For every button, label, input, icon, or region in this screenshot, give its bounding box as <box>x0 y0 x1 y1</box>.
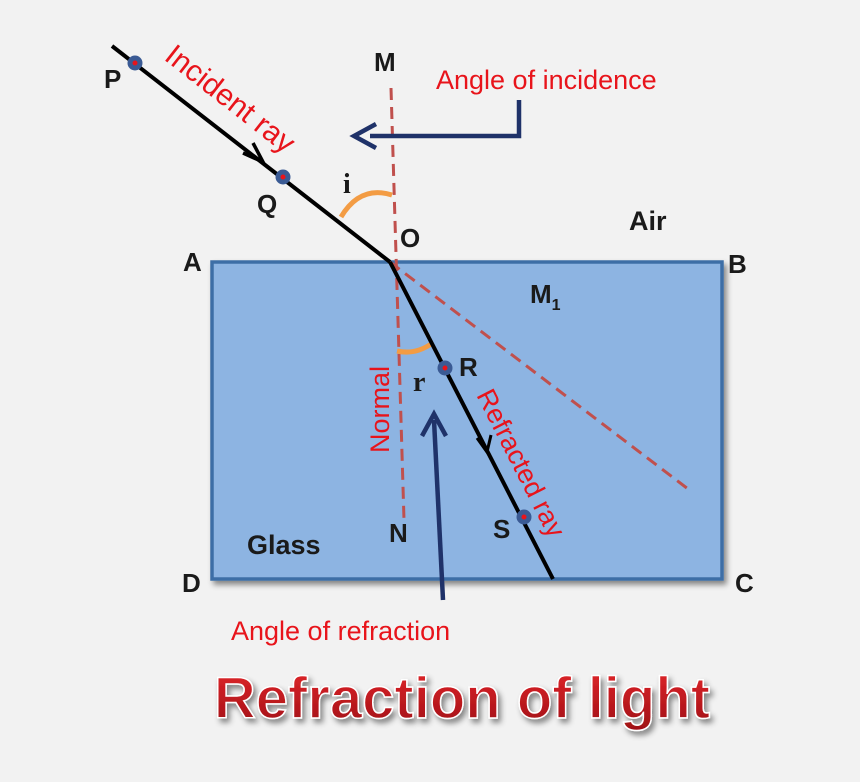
point-marker-s <box>516 509 532 525</box>
incident-ray-arrowhead <box>242 142 267 166</box>
label-a: A <box>183 247 202 277</box>
angle-i-symbol: i <box>343 169 351 200</box>
point-marker-p <box>127 55 143 71</box>
page-title: Refraction of light <box>214 666 710 731</box>
angle-of-incidence-arc <box>338 190 393 219</box>
label-c: C <box>735 568 754 598</box>
label-b: B <box>728 249 747 279</box>
incident-ray <box>110 44 392 264</box>
label-p: P <box>104 64 121 94</box>
label-q: Q <box>257 189 277 219</box>
label-m: M <box>374 47 396 77</box>
angle-of-incidence-label: Angle of incidence <box>436 65 657 95</box>
glass-slab <box>210 260 724 581</box>
incidence-pointer-arrowhead <box>349 122 378 150</box>
label-glass: Glass <box>247 530 321 560</box>
refraction-pointer-arrow <box>431 419 446 601</box>
point-marker-q <box>275 169 291 185</box>
angle-of-refraction-arc <box>396 341 433 355</box>
refraction-pointer-arrowhead <box>420 409 448 438</box>
label-n: N <box>389 518 408 548</box>
angle-of-refraction-label: Angle of refraction <box>231 616 450 646</box>
label-air: Air <box>629 206 667 236</box>
incident-extension-line <box>389 260 693 494</box>
refracted-ray-arrowhead <box>475 434 493 456</box>
label-o: O <box>400 223 420 253</box>
angle-r-symbol: r <box>413 367 425 398</box>
refracted-ray <box>388 261 555 580</box>
point-marker-r <box>437 360 453 376</box>
label-s: S <box>493 514 510 544</box>
normal-line <box>389 87 406 521</box>
label-d: D <box>182 568 201 598</box>
incidence-pointer-arrow <box>370 100 522 139</box>
label-m1: M1 <box>530 279 561 314</box>
label-r-point: R <box>459 352 478 382</box>
normal-label: Normal <box>365 366 395 453</box>
